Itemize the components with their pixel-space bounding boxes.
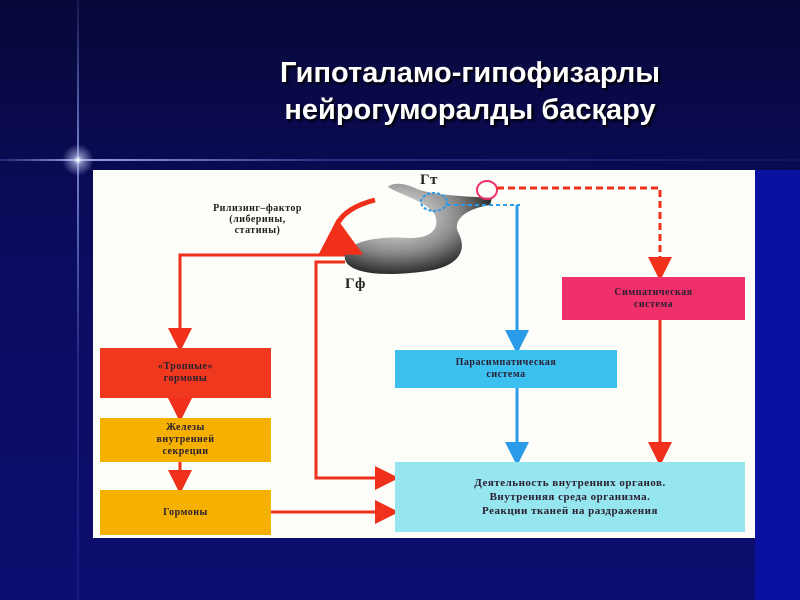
- tropic-hormones-line-1: «Тропные»: [157, 361, 214, 372]
- hormones-label: Гормоны: [163, 506, 208, 518]
- hypothalamus-blue-nucleus: [420, 192, 448, 212]
- arrow-to-sympathetic: [497, 186, 672, 281]
- releasing-factor-line-2: (либерины,: [229, 214, 286, 225]
- tropic-hormones-box: «Тропные»гормоны: [100, 348, 271, 398]
- pituitary-gland-shape: [344, 180, 520, 275]
- arrow-gland-to-organs: [314, 260, 399, 490]
- parasympathetic-line-2: система: [486, 369, 526, 380]
- decor-vertical-line: [77, 0, 79, 600]
- decor-right-strip: [755, 170, 800, 600]
- sympathetic-line-2: система: [633, 298, 674, 310]
- pituitary-label: Гф: [345, 276, 366, 292]
- releasing-factor-arrow: [318, 197, 376, 255]
- decor-horizontal-line: [0, 159, 800, 161]
- hormones-box: Гормоны: [100, 490, 271, 535]
- glands-line-1: Железы: [166, 422, 205, 433]
- gland-body: [344, 183, 492, 275]
- title-line-1: Гипоталамо-гипофизарлы: [279, 57, 661, 89]
- glands-line-2: внутренней: [156, 434, 215, 445]
- organs-line-2: Внутренняя среда организма.: [489, 491, 651, 503]
- slide-title: Гипоталамо-гипофизарлы нейрогуморалды ба…: [200, 55, 740, 129]
- arrow-to-tropic-hormones: [168, 253, 345, 352]
- tropic-hormones-line-2: гормоны: [163, 373, 208, 384]
- organs-line-3: Реакции тканей на раздражения: [482, 505, 658, 517]
- parasympathetic-line-1: Парасимпатическая: [455, 357, 557, 368]
- internal-organs-box: Деятельность внутренних органов. Внутренн…: [395, 462, 745, 532]
- hypothalamus-pink-nucleus: [476, 180, 498, 200]
- releasing-factor-line-1: Рилизинг–фактор: [213, 203, 302, 214]
- glands-line-3: секреции: [162, 446, 209, 457]
- sympathetic-line-1: Симпатическая: [614, 286, 693, 298]
- organs-line-1: Деятельность внутренних органов.: [474, 477, 666, 489]
- hypothalamus-label: Гт: [420, 172, 438, 188]
- decor-star-flare: [62, 144, 94, 176]
- releasing-factor-line-3: статины): [234, 225, 281, 236]
- title-line-2: нейрогуморалды басқару: [284, 94, 656, 126]
- releasing-factor-label: Рилизинг–фактор (либерины, статины): [180, 203, 335, 236]
